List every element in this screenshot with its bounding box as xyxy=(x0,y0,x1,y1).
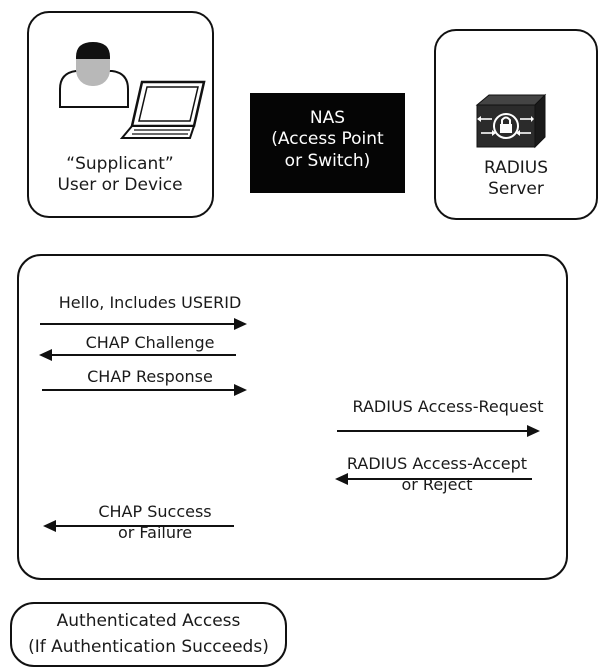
user-icon xyxy=(59,42,129,108)
laptop-icon xyxy=(119,80,206,139)
supplicant-label: “Supplicant” User or Device xyxy=(57,154,183,196)
step-challenge-arrow xyxy=(39,349,236,361)
step-hello-label: Hello, Includes USERID xyxy=(58,293,242,312)
nas-label: NAS (Access Point or Switch) xyxy=(271,108,384,171)
step-chap-success-arrow xyxy=(43,520,234,532)
authenticated-access-label: Authenticated Access (If Authentication … xyxy=(28,611,269,657)
nas-box xyxy=(250,93,405,193)
flow-box xyxy=(17,254,568,580)
step-access-accept-arrow xyxy=(335,473,532,485)
step-challenge-label: CHAP Challenge xyxy=(85,333,215,352)
step-chap-success-label: CHAP Success or Failure xyxy=(98,502,212,542)
step-access-accept-label: RADIUS Access-Accept or Reject xyxy=(346,454,528,494)
authenticated-access-box xyxy=(10,602,287,667)
server-label: RADIUS Server xyxy=(483,158,549,200)
step-response-arrow xyxy=(42,384,247,396)
step-hello-arrow xyxy=(40,318,247,330)
radius-server-icon xyxy=(475,93,547,149)
step-response-label: CHAP Response xyxy=(87,367,213,386)
step-access-request-label: RADIUS Access-Request xyxy=(352,397,544,416)
step-access-request-arrow xyxy=(337,425,540,437)
